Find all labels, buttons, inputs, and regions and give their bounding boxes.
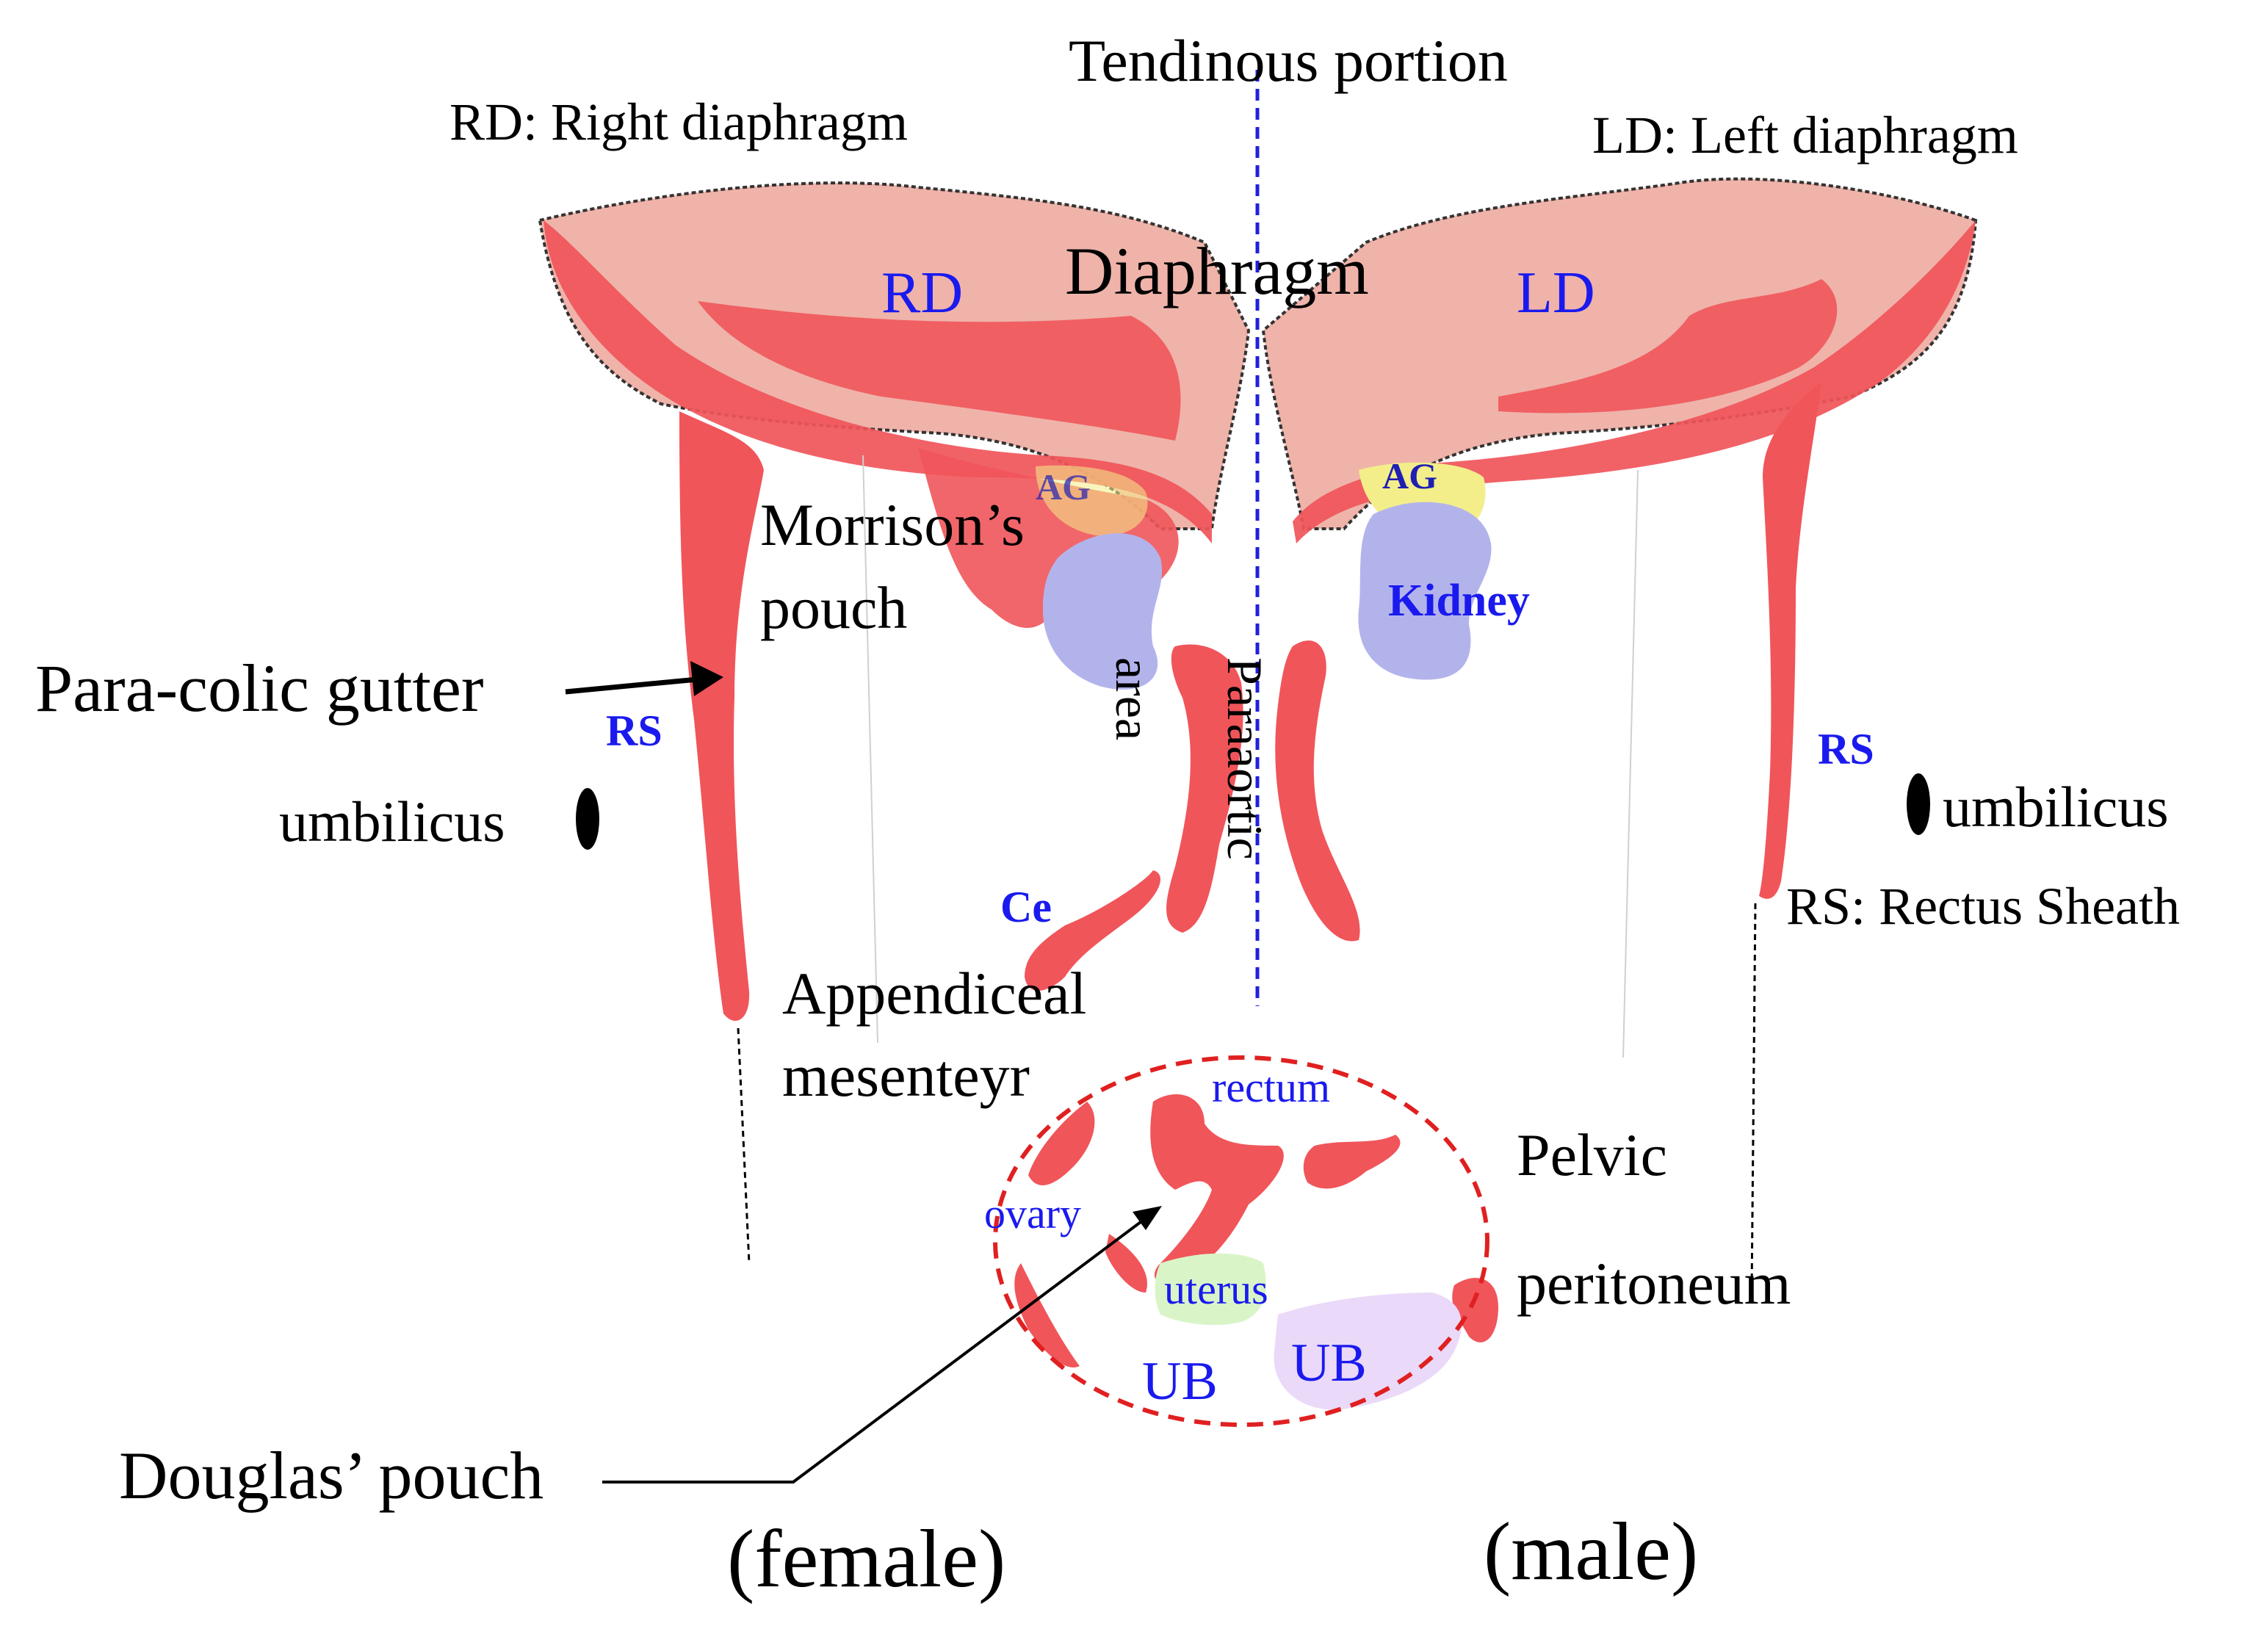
label-uterus: uterus [1164,1265,1268,1313]
right-rectus-sheath [679,411,764,1021]
umbilicus-left-marker [1907,773,1930,835]
label-area: area [1105,657,1161,740]
label-douglas-pouch: Douglas’ pouch [119,1438,543,1513]
label-mesenteyr: mesenteyr [782,1042,1030,1109]
rectum-right-fold [1303,1135,1401,1189]
pelvic-left-wall [1028,1102,1095,1185]
label-ovary: ovary [984,1190,1081,1237]
label-rs-left: RS [1818,725,1874,773]
label-umbilicus-left: umbilicus [1943,775,2169,839]
douglas-pouch-leader [602,1214,1151,1484]
pelvic-lower-left [1014,1263,1080,1367]
male-urinary-bladder [1274,1293,1462,1410]
ovary-fold [1105,1234,1147,1293]
label-ce: Ce [1000,883,1052,931]
paraaortic-right-strip [1166,644,1243,933]
right-kidney [1043,533,1163,690]
right-sheath-dashed-extension [737,1027,751,1264]
left-peritoneal-band [1293,220,1976,543]
right-adrenal-gland [1036,465,1148,536]
label-male: (male) [1484,1506,1698,1597]
left-sheath-dashed-extension [1750,903,1757,1293]
label-diaphragm: Diaphragm [1065,234,1369,308]
label-paraaortic: Paraaortic [1217,657,1273,860]
label-morrisons: Morrison’s [760,491,1025,558]
label-ld: LD [1517,261,1595,325]
right-peritoneal-band [543,220,1212,543]
label-female: (female) [727,1514,1005,1605]
guide-line-1 [862,455,878,1044]
label-pouch: pouch [760,574,907,641]
left-rectus-sheath [1759,382,1821,899]
label-ub-male: UB [1291,1333,1367,1393]
umbilicus-right-marker [576,788,599,850]
right-upper-red [698,301,1181,441]
label-umbilicus-right: umbilicus [279,789,505,853]
label-rs-right: RS [606,707,662,755]
para-colic-arrow-shaft [565,676,698,695]
douglas-pouch-arrowhead [1133,1206,1162,1230]
label-para-colic-gutter: Para-colic gutter [35,651,484,726]
label-rd: RD [881,261,963,325]
label-appendiceal: Appendiceal [782,960,1086,1027]
rectum-uterus-fold [1150,1094,1284,1284]
left-kidney [1358,502,1492,680]
para-colic-arrowhead [690,661,723,696]
label-ld-legend: LD: Left diaphragm [1592,106,2018,165]
pelvic-circle [993,1055,1489,1427]
guide-line-2 [1622,469,1639,1058]
left-upper-red [1498,279,1838,413]
paraaortic-left-strip [1275,640,1360,942]
label-peritoneum: peritoneum [1517,1250,1791,1317]
label-rectum: rectum [1212,1063,1330,1111]
right-morrison-red [918,448,1179,628]
label-ag-right: AG [1036,466,1091,507]
male-pelvic-right-fold [1452,1278,1498,1343]
label-rd-legend: RD: Right diaphragm [449,93,908,151]
label-ub-female: UB [1142,1351,1218,1412]
cecum-mesentery [1025,870,1160,991]
label-ag-left: AG [1382,455,1437,496]
uterus [1155,1253,1266,1326]
label-kidney: Kidney [1388,576,1530,626]
label-tendinous-portion: Tendinous portion [1069,27,1508,94]
label-rs-legend: RS: Rectus Sheath [1786,877,2180,936]
label-pelvic: Pelvic [1517,1121,1667,1188]
